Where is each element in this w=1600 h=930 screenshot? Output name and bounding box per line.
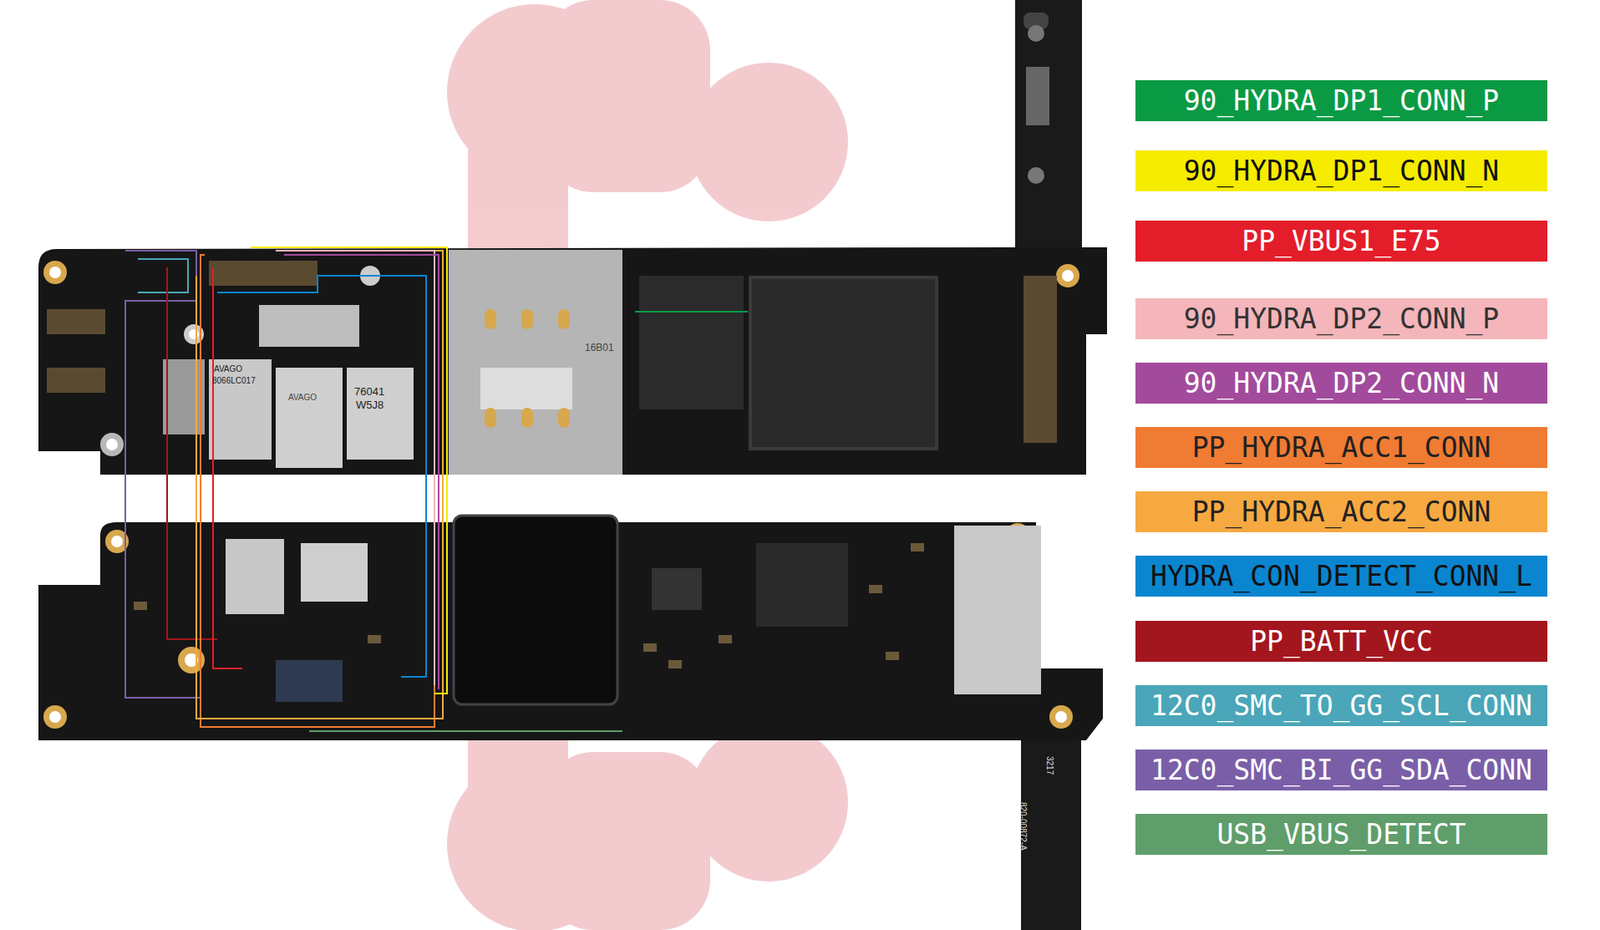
chip-marking: 16B01 [584, 342, 615, 354]
legend-swatch: 12C0_SMC_TO_GG_SCL_CONN [1135, 685, 1548, 727]
legend-swatch: USB_VBUS_DETECT [1135, 813, 1548, 855]
legend-text: 12C0_SMC_BI_GG_SDA_CONN [1150, 756, 1533, 784]
legend-text: PP_HYDRA_ACC1_CONN [1192, 433, 1492, 462]
legend-text: PP_VBUS1_E75 [1241, 227, 1441, 255]
chip-marking: AVAGO [213, 364, 243, 374]
chip-marking: 820-00872-A [1018, 802, 1028, 851]
legend-swatch: PP_HYDRA_ACC1_CONN [1135, 426, 1548, 468]
legend-swatch: 90_HYDRA_DP1_CONN_N [1135, 150, 1548, 192]
chip-marking: AVAGO [288, 392, 317, 402]
chip-marking: W5J8 [355, 399, 384, 412]
legend-text: HYDRA_CON_DETECT_CONN_L [1150, 562, 1533, 590]
chip-marking: 76041 [354, 386, 385, 398]
legend-swatch: 12C0_SMC_BI_GG_SDA_CONN [1135, 749, 1548, 791]
legend-text: USB_VBUS_DETECT [1216, 820, 1466, 849]
legend-swatch: 90_HYDRA_DP2_CONN_P [1135, 298, 1548, 340]
legend-swatch: 90_HYDRA_DP1_CONN_P [1135, 80, 1548, 122]
legend-swatch: PP_VBUS1_E75 [1135, 220, 1548, 262]
legend-swatch: HYDRA_CON_DETECT_CONN_L [1135, 555, 1548, 597]
legend-swatch: PP_BATT_VCC [1135, 620, 1548, 662]
legend-text: 12C0_SMC_TO_GG_SCL_CONN [1150, 691, 1533, 720]
legend-text: PP_BATT_VCC [1249, 627, 1433, 656]
chip-marking: 3217 [1045, 756, 1055, 775]
legend-text: 90_HYDRA_DP1_CONN_N [1183, 157, 1500, 185]
legend-text: 90_HYDRA_DP2_CONN_N [1183, 369, 1500, 397]
legend-swatch: PP_HYDRA_ACC2_CONN [1135, 491, 1548, 533]
legend-text: PP_HYDRA_ACC2_CONN [1192, 497, 1492, 526]
chip-marking: 8066LC017 [212, 375, 256, 386]
legend-text: 90_HYDRA_DP2_CONN_P [1183, 304, 1500, 333]
legend-text: 90_HYDRA_DP1_CONN_P [1183, 86, 1500, 115]
legend-swatch: 90_HYDRA_DP2_CONN_N [1135, 362, 1548, 404]
